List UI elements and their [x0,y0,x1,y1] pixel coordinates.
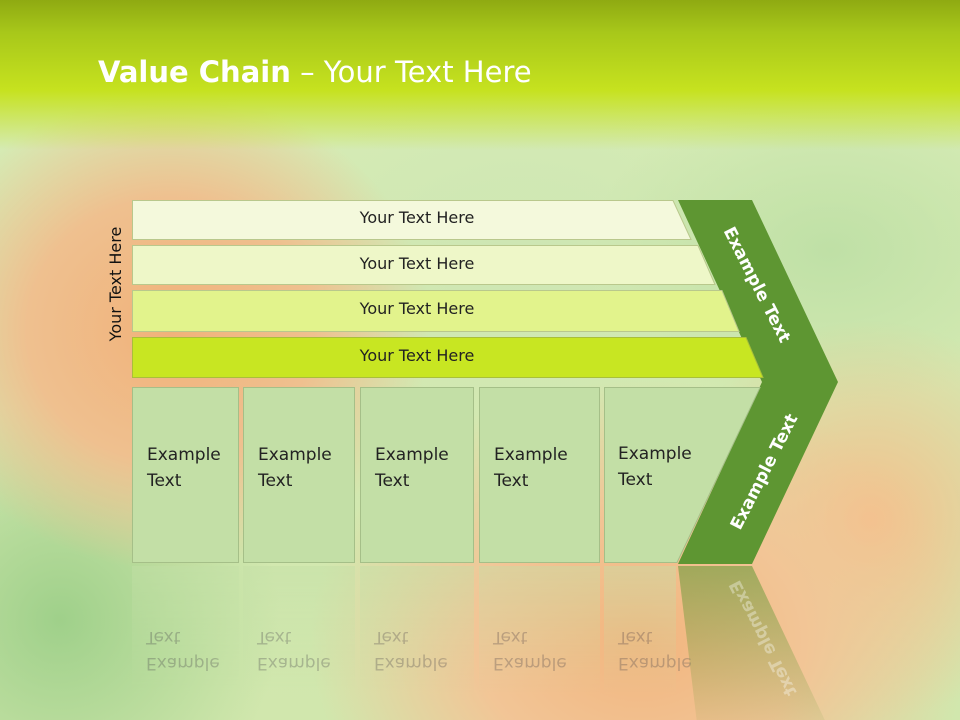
bar-3-label: Your Text Here [359,299,475,318]
box-3: Example Text [360,387,474,563]
bar-1-label: Your Text Here [359,208,475,227]
box-1-label: Example Text [147,445,221,491]
box-4-label: Example Text [494,445,568,491]
box-5-label: Example Text [618,444,692,490]
box-5: Example Text [604,387,704,563]
box-3-reflection: Example Text [360,566,474,696]
bar-3: Your Text Here [132,290,740,332]
box-4-reflection: Example Text [479,566,600,696]
box-2-label: Example Text [258,445,332,491]
box-3-reflection-label: Example Text [374,627,448,673]
box-4: Example Text [479,387,600,563]
chevron-arrow [678,200,838,564]
box-1-reflection-label: Example Text [146,627,220,673]
side-label: Your Text Here [106,226,125,342]
bar-1: Your Text Here [132,200,692,240]
box-2-reflection: Example Text [243,566,355,696]
box-5-reflection-label: Example Text [618,627,692,673]
bar-2-label: Your Text Here [359,254,475,273]
bar-2-shape [132,245,716,285]
title-banner [0,0,960,150]
box-2: Example Text [243,387,355,563]
box-5-shape [604,387,761,563]
title-bold: Value Chain [98,55,291,89]
box-1-reflection: Example Text [132,566,239,696]
box-2-reflection-label: Example Text [257,627,331,673]
bar-4-shape [132,337,764,378]
box-4-reflection-label: Example Text [493,627,567,673]
bar-4: Your Text Here [132,337,764,378]
bar-1-shape [132,200,692,240]
chevron-reflection [678,566,825,720]
box-5-reflection: Example Text [604,566,692,696]
bar-3-shape [132,290,740,332]
box-1: Example Text [132,387,239,563]
box-3-label: Example Text [375,445,449,491]
bar-2: Your Text Here [132,245,716,285]
title-rest: – Your Text Here [290,55,532,89]
slide-title: Value Chain – Your Text Here [98,55,532,89]
bar-4-label: Your Text Here [359,346,475,365]
